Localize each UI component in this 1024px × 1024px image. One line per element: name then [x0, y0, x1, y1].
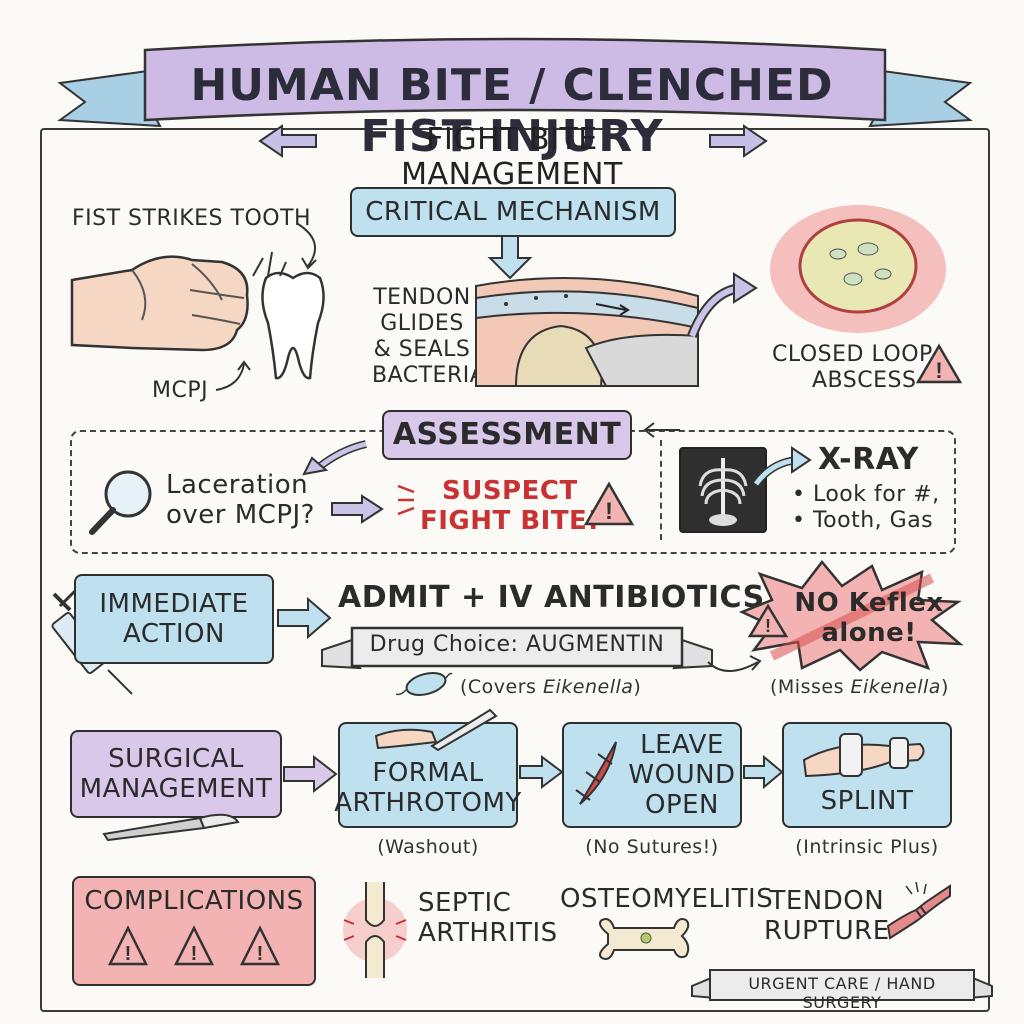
assessment-divider [660, 440, 662, 540]
subtitle: FIGHT BITE MANAGEMENT [322, 122, 702, 192]
abscess-arrow-icon [690, 270, 760, 340]
drug-choice: Drug Choice: AUGMENTIN [352, 632, 682, 658]
left-arrow-icon [258, 124, 318, 158]
to-arthrotomy-arrow-icon [282, 754, 338, 794]
covers-eikenella: (Covers Eikenella) [460, 676, 641, 698]
assessment-return-arrow-icon [640, 420, 680, 440]
assessment-box: ASSESSMENT [382, 410, 632, 460]
xray-findings: • Look for #,• Tooth, Gas [792, 482, 940, 534]
joint-cross-section-icon [476, 276, 698, 386]
hand-scalpel-icon [372, 706, 502, 758]
xray-title: X-RAY [818, 442, 919, 477]
warning-icon: ! [176, 928, 212, 965]
leave-open-caption: (No Sutures!) [562, 836, 742, 858]
bone-icon [594, 918, 694, 962]
fist-icon [72, 250, 252, 360]
to-leave-open-arrow-icon [518, 754, 564, 790]
alert-lines-icon [396, 478, 418, 524]
mcpj-arrow-icon [212, 358, 252, 394]
svg-text:!: ! [125, 943, 132, 965]
ruptured-tendon-icon [886, 880, 952, 940]
tooth-icon [258, 268, 328, 383]
xray-arrow-icon [752, 446, 812, 486]
admit-iv-antibiotics: ADMIT + IV ANTIBIOTICS [338, 580, 765, 615]
svg-text:!: ! [191, 943, 198, 965]
splint-caption: (Intrinsic Plus) [782, 836, 952, 858]
impact-lines-icon [248, 248, 288, 278]
fist-strikes-tooth-label: FIST STRIKES TOOTH [72, 206, 311, 232]
osteomyelitis: OSTEOMYELITIS [560, 884, 773, 914]
scalpel-icon [100, 808, 240, 842]
svg-text:!: ! [257, 943, 264, 965]
right-arrow-icon [708, 124, 768, 158]
abscess-icon [768, 204, 948, 334]
magnifier-icon [86, 466, 156, 536]
svg-text:!: ! [765, 616, 771, 636]
misses-eikenella: (Misses Eikenella) [770, 676, 949, 698]
warning-icons-row: ! ! ! [108, 926, 284, 968]
to-suspect-arrow-icon [330, 494, 384, 524]
inflamed-joint-icon [340, 880, 410, 980]
warning-icon: ! [110, 928, 146, 965]
bacteria-icon [396, 668, 452, 702]
warning-icon: ! [748, 604, 788, 638]
svg-text:!: ! [605, 498, 613, 525]
closed-loop-abscess-label: CLOSED LOOP ABSCESS [772, 342, 933, 394]
warning-icon: ! [242, 928, 278, 965]
warning-icon: ! [584, 482, 634, 526]
mcpj-label: MCPJ [152, 378, 208, 404]
arthrotomy-caption: (Washout) [338, 836, 518, 858]
splinted-hand-icon [800, 730, 930, 782]
footer-label: URGENT CARE / HAND SURGERY [712, 974, 972, 1012]
down-arrow-icon [488, 236, 532, 280]
open-wound-icon [570, 734, 626, 814]
svg-text:!: ! [935, 358, 942, 383]
to-splint-arrow-icon [742, 754, 784, 790]
critical-mechanism-box: CRITICAL MECHANISM [350, 187, 676, 237]
curved-arrow-icon [288, 222, 328, 272]
warning-icon: ! [916, 344, 962, 384]
